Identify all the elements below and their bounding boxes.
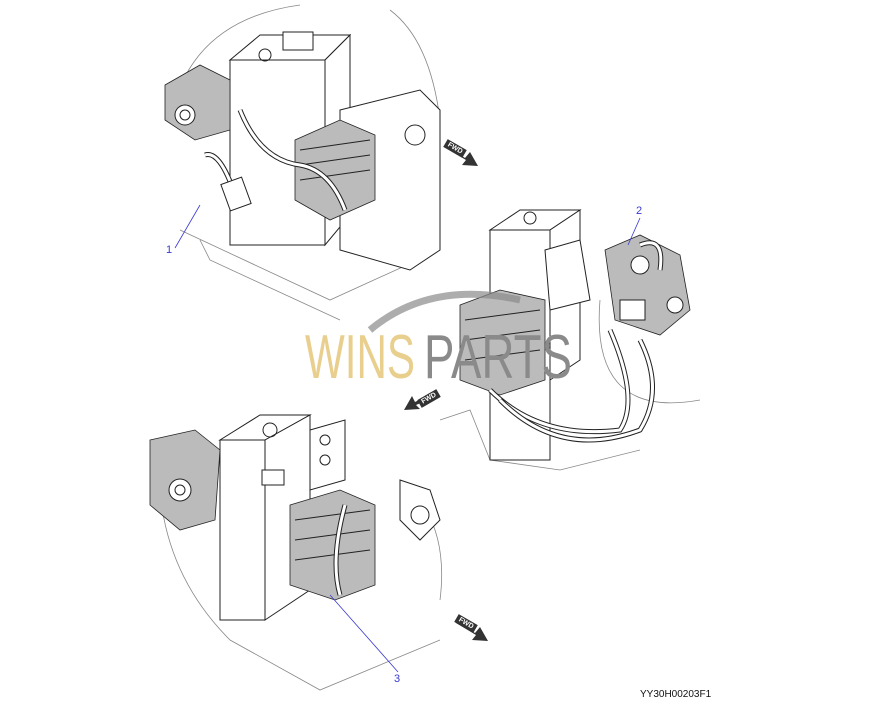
callout-2[interactable]: 2 — [636, 205, 643, 217]
fwd-arrow-icon — [455, 620, 488, 641]
assembly-top-left — [164, 4, 441, 321]
watermark-wins: WINS — [305, 323, 415, 392]
leader-3 — [329, 594, 399, 673]
callout-3[interactable]: 3 — [394, 673, 401, 685]
watermark-parts: PARTS — [424, 323, 572, 392]
watermark-logo: WINS PARTS — [305, 290, 572, 392]
pump-1 — [164, 64, 231, 141]
leader-1 — [174, 204, 201, 249]
control-valve-2 — [459, 289, 546, 396]
leader-2 — [627, 217, 641, 246]
assembly-right — [439, 209, 701, 471]
fwd-arrow-icon — [445, 145, 478, 166]
pump-3 — [149, 429, 221, 531]
control-valve-1 — [294, 119, 376, 221]
assembly-bottom-left — [149, 414, 443, 691]
control-valve-3 — [289, 489, 376, 601]
figure-id: YY30H00203F1 — [640, 689, 712, 700]
callout-1[interactable]: 1 — [166, 244, 173, 256]
pump-2 — [604, 234, 691, 336]
